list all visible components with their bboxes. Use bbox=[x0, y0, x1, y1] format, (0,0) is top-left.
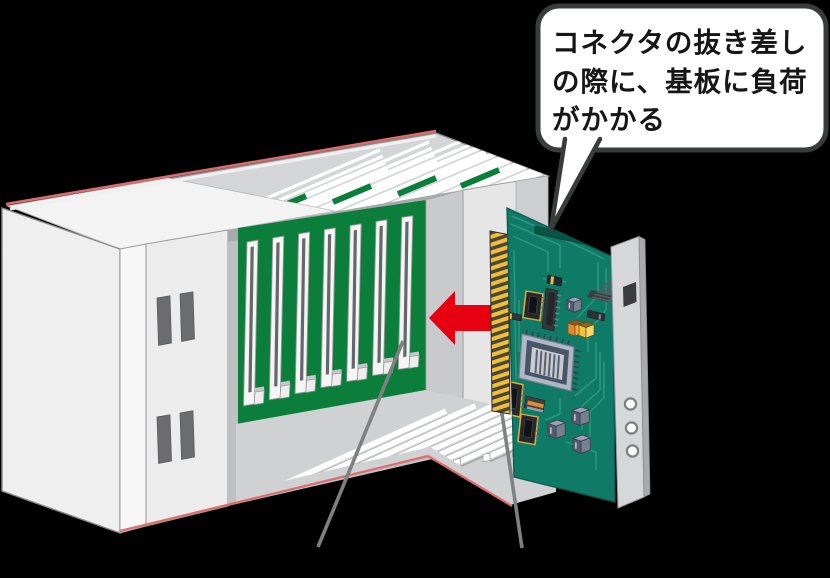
bubble-tail-outline bbox=[548, 136, 603, 232]
vent-slot bbox=[156, 295, 172, 346]
vent-slot bbox=[156, 414, 172, 464]
vent-slot bbox=[179, 410, 195, 460]
bottom-edge-red-lines bbox=[119, 454, 513, 533]
chassis bbox=[1, 129, 556, 534]
diode bbox=[542, 274, 567, 287]
speech-bubble: コネクタの抜き差し の際に、基板に負荷 がかかる bbox=[535, 3, 829, 232]
insert-direction-arrow bbox=[429, 291, 492, 345]
smd-chip bbox=[586, 309, 606, 322]
vent-slot bbox=[179, 291, 195, 342]
capacitor bbox=[572, 434, 591, 455]
faceplate-slot bbox=[623, 282, 637, 307]
bubble-body bbox=[535, 3, 829, 153]
circuit-board bbox=[489, 206, 616, 503]
faceplate-side bbox=[638, 235, 651, 498]
faceplate-holes bbox=[623, 397, 640, 458]
vent-slots bbox=[156, 291, 195, 464]
capacitor bbox=[571, 406, 590, 427]
interior-floor bbox=[236, 390, 556, 505]
leader-line-backplane-connector bbox=[316, 340, 405, 548]
top-edge-red-line bbox=[5, 129, 437, 206]
orange-capacitors bbox=[566, 319, 596, 339]
smd-chip-orange-band bbox=[523, 395, 546, 413]
front-corner-strip bbox=[119, 243, 147, 534]
bubble-text-line-3: がかかる bbox=[552, 104, 666, 135]
capacitor bbox=[547, 419, 566, 440]
bubble-text-line-1: コネクタの抜き差し bbox=[552, 27, 807, 58]
screw-hole bbox=[623, 397, 638, 411]
left-side-panel bbox=[1, 207, 121, 534]
gold-edge-connector bbox=[489, 230, 511, 415]
screw-hole bbox=[625, 444, 640, 458]
smd-chip bbox=[507, 311, 523, 322]
pcb-components bbox=[507, 274, 615, 455]
capacitor bbox=[566, 296, 582, 313]
front-module-panel bbox=[145, 229, 229, 527]
sip-ic bbox=[541, 287, 562, 332]
cpu-chip bbox=[518, 329, 581, 392]
faceplate bbox=[610, 235, 651, 509]
bubble-text-line-2: の際に、基板に負荷 bbox=[552, 66, 808, 97]
screw-hole bbox=[624, 421, 639, 435]
